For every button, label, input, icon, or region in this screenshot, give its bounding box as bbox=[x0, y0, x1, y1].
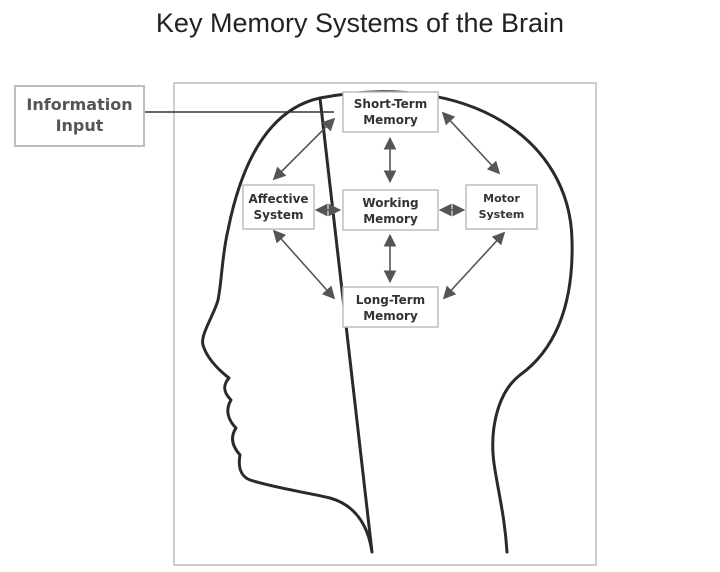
long-term-memory-line2: Memory bbox=[363, 309, 418, 323]
arrow-stm-affective bbox=[272, 117, 336, 181]
motor-system-line1: Motor bbox=[483, 192, 520, 205]
arrow-motor-ltm bbox=[442, 231, 506, 300]
arrow-affective-ltm bbox=[272, 229, 336, 300]
affective-system-box: Affective System bbox=[242, 184, 315, 230]
short-term-memory-box: Short-Term Memory bbox=[342, 91, 439, 133]
information-input-box: Information Input bbox=[14, 85, 145, 147]
arrows bbox=[272, 111, 506, 300]
arrow-stm-motor bbox=[441, 111, 501, 175]
short-term-memory-line2: Memory bbox=[363, 113, 418, 127]
short-term-memory-line1: Short-Term bbox=[354, 97, 427, 111]
working-memory-box: Working Memory bbox=[342, 189, 439, 231]
affective-system-line1: Affective bbox=[248, 192, 308, 206]
motor-system-box: Motor System bbox=[465, 184, 538, 230]
motor-system-line2: System bbox=[479, 208, 525, 221]
affective-system-line2: System bbox=[254, 208, 304, 222]
information-input-line2: Input bbox=[56, 116, 104, 135]
long-term-memory-box: Long-Term Memory bbox=[342, 286, 439, 328]
long-term-memory-line1: Long-Term bbox=[356, 293, 425, 307]
diagram-frame bbox=[173, 82, 597, 566]
information-input-line1: Information bbox=[26, 95, 132, 114]
working-memory-line2: Memory bbox=[363, 212, 418, 226]
working-memory-line1: Working bbox=[362, 196, 418, 210]
diagram-title: Key Memory Systems of the Brain bbox=[155, 8, 565, 38]
